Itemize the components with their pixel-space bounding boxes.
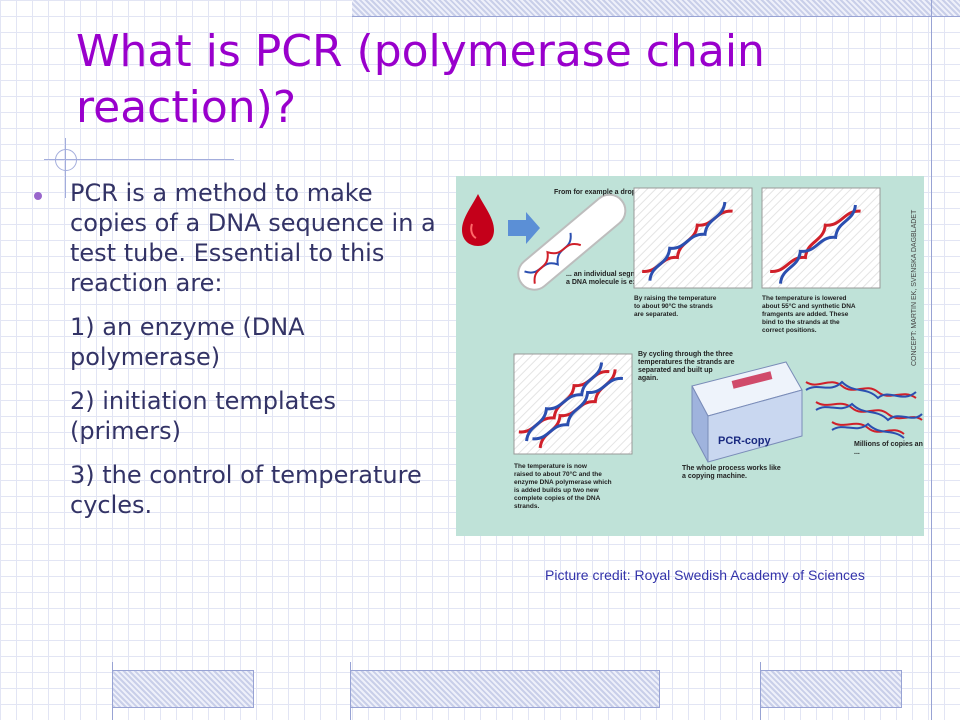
- top-decor-band: [352, 0, 960, 17]
- body-item-primers: 2) initiation templates (primers): [70, 387, 337, 445]
- machine-label: PCR-copy: [718, 435, 771, 447]
- caption-blood-source: From for example a drop of blood ...: [554, 189, 673, 196]
- body-item-enzyme: 1) an enzyme (DNA polymerase): [70, 313, 305, 371]
- body-item-temperature: 3) the control of temperature cycles.: [70, 461, 422, 519]
- footer-decor-box-center: [350, 670, 660, 708]
- footer-decor-box-left: [112, 670, 254, 708]
- footer-decor-box-right: [760, 670, 902, 708]
- pcr-diagram: From for example a drop of blood ... ...…: [456, 176, 941, 536]
- side-credit: CONCEPT: MARTIN EK, SVENSKA DAGBLADET: [911, 209, 918, 366]
- pcr-machine-icon: PCR-copy: [691, 361, 803, 463]
- caption-millions: Millions of copies an hour...: [854, 441, 924, 456]
- right-arrow-icon: [508, 212, 540, 244]
- title-decor-line: [44, 159, 234, 160]
- bullet-icon: [34, 192, 42, 200]
- body-paragraph: PCR is a method to make copies of a DNA …: [70, 179, 436, 297]
- slide-body: PCR is a method to make copies of a DNA …: [70, 178, 450, 534]
- slide-title: What is PCR (polymerase chain reaction)?: [76, 26, 765, 133]
- picture-credit: Picture credit: Royal Swedish Academy of…: [545, 567, 865, 583]
- test-tube-icon: [517, 193, 627, 291]
- title-decor-circle: [55, 149, 77, 171]
- right-decor-line: [931, 0, 932, 720]
- blood-drop-icon: [462, 194, 494, 246]
- dna-copies-icon: [805, 380, 923, 439]
